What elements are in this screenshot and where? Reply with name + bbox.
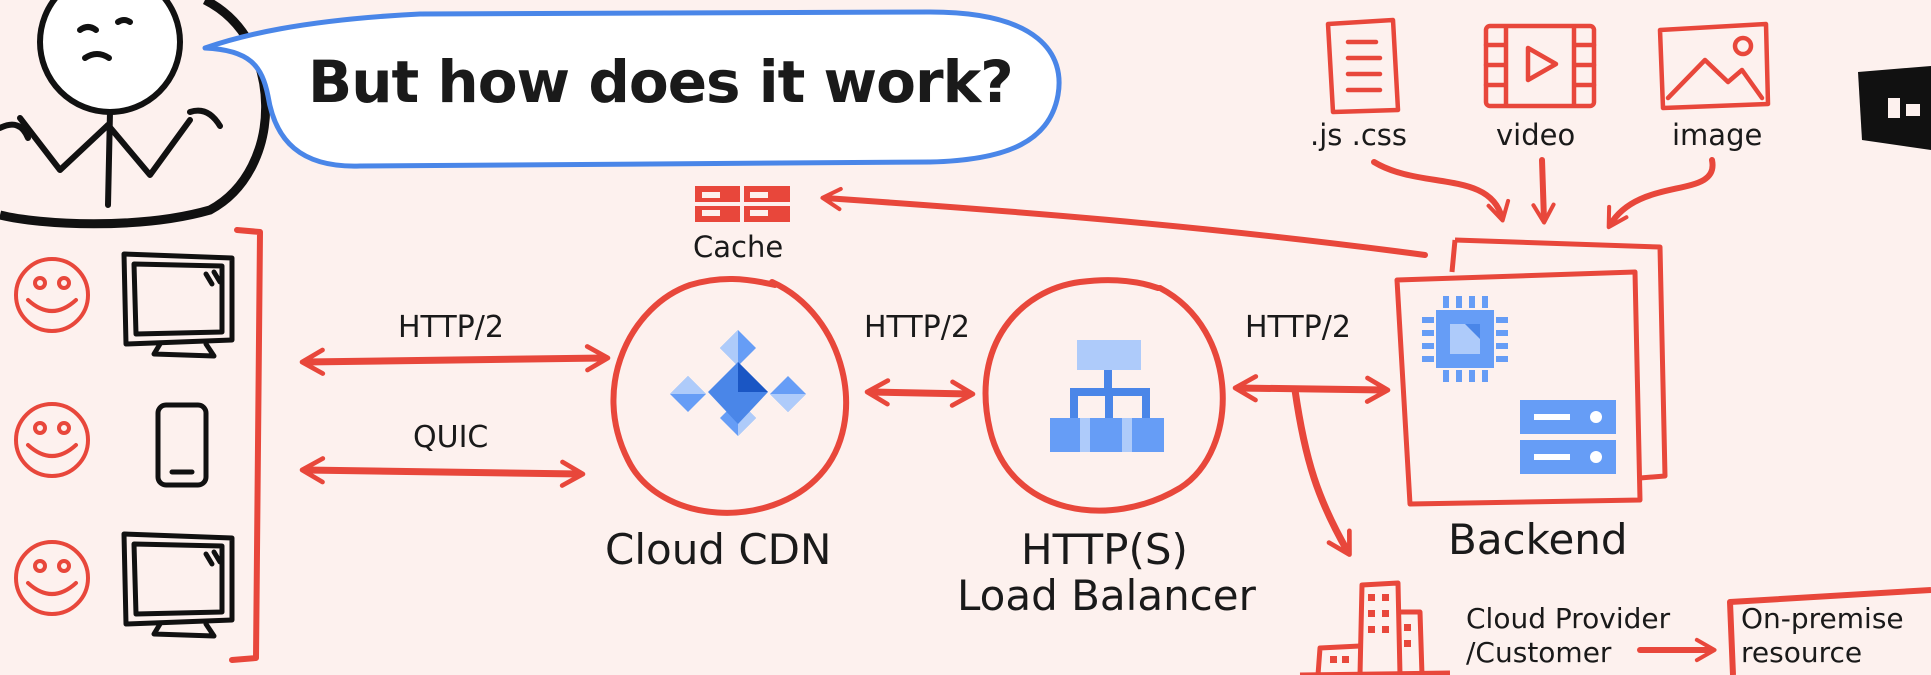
lb-provider-arrow xyxy=(1291,386,1352,557)
protocol-label-cdn-lb: HTTP/2 xyxy=(864,310,970,345)
monitor-icon xyxy=(121,251,235,359)
speech-bubble xyxy=(202,9,1062,169)
cloud-cdn-icon xyxy=(670,330,806,436)
quic-arrow xyxy=(299,456,586,488)
cdn-circle xyxy=(610,276,850,516)
node-label-backend: Backend xyxy=(1448,515,1628,564)
node-label-cloud-cdn: Cloud CDN xyxy=(605,525,832,574)
load-balancer-icon xyxy=(1050,340,1164,452)
protocol-label-http2: HTTP/2 xyxy=(398,310,504,345)
user-icon xyxy=(14,257,90,333)
client-bracket xyxy=(229,227,263,663)
node-label-lb-line2: Load Balancer xyxy=(957,571,1256,620)
source-label-image: image xyxy=(1672,118,1763,152)
onprem-label-line1: On-premise xyxy=(1741,602,1904,635)
lb-backend-arrow xyxy=(1232,374,1391,404)
source-arrows xyxy=(1371,157,1716,230)
source-label-js-css: .js .css xyxy=(1310,118,1407,152)
building-windows xyxy=(1330,594,1411,663)
phone-icon xyxy=(155,402,209,488)
speech-title: But how does it work? xyxy=(308,48,1014,116)
partial-icon xyxy=(1858,66,1931,150)
image-icon xyxy=(1657,21,1771,111)
lb-circle xyxy=(982,277,1226,514)
chip-icon xyxy=(1422,296,1508,382)
protocol-label-quic: QUIC xyxy=(413,420,489,455)
backend-to-cache-arrow xyxy=(820,186,1428,258)
onprem-box xyxy=(1727,587,1931,675)
monitor-icon xyxy=(121,531,235,639)
node-label-lb-line1: HTTP(S) xyxy=(1021,525,1188,574)
cache-label: Cache xyxy=(693,230,784,264)
provider-label-line2: /Customer xyxy=(1466,636,1612,669)
cdn-lb-arrow xyxy=(864,378,976,408)
onprem-label-line2: resource xyxy=(1741,636,1863,669)
server-icon xyxy=(1520,400,1616,474)
document-icon xyxy=(1325,17,1401,115)
protocol-label-lb-backend: HTTP/2 xyxy=(1245,310,1351,345)
http2-arrow xyxy=(299,344,611,376)
video-icon xyxy=(1483,23,1597,109)
provider-label-line1: Cloud Provider xyxy=(1466,602,1671,635)
stick-figure-icon xyxy=(0,0,223,208)
user-icon xyxy=(14,402,90,478)
cache-icon xyxy=(695,186,790,222)
source-label-video: video xyxy=(1496,118,1576,152)
user-icon xyxy=(14,540,90,616)
